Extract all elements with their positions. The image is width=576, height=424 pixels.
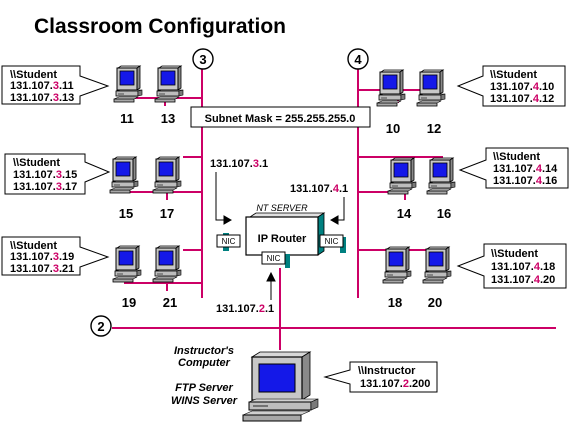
computer-12[interactable] bbox=[416, 69, 446, 107]
callout-ip-line-2: 131.107.4.12 bbox=[490, 93, 554, 105]
callout-ip-line-2: 131.107.3.17 bbox=[13, 181, 77, 193]
callout-name: \\Student bbox=[490, 69, 537, 81]
computer-label-17: 17 bbox=[160, 206, 174, 221]
instructor-line-3: FTP Server bbox=[175, 382, 233, 394]
computer-label-13: 13 bbox=[161, 111, 175, 126]
network-3-label: 3 bbox=[199, 52, 206, 67]
subnet-mask-box: Subnet Mask = 255.255.255.0 bbox=[190, 106, 371, 128]
callout-ip-line-1: 131.107.3.15 bbox=[13, 169, 77, 181]
instructor-line-1: Instructor's bbox=[174, 345, 234, 357]
callout-name: \\Student bbox=[13, 157, 60, 169]
callout-name: \\Instructor bbox=[358, 365, 416, 377]
callout-ip-line-2: 131.107.3.21 bbox=[10, 263, 74, 275]
computer-numbers: 11 13 10 12 15 17 14 16 19 21 18 20 bbox=[119, 111, 451, 310]
nic-left-label: NIC bbox=[222, 237, 236, 246]
computer-label-18: 18 bbox=[388, 295, 402, 310]
callout-ip-line-2: 131.107.3.13 bbox=[10, 92, 74, 104]
computer-label-10: 10 bbox=[386, 121, 400, 136]
computer-label-14: 14 bbox=[397, 206, 412, 221]
computer-label-16: 16 bbox=[437, 206, 451, 221]
router-ip-right: 131.107.4.1 bbox=[290, 183, 348, 195]
callout-ip-line-1: 131.107.2.200 bbox=[360, 378, 430, 390]
callout-ip-line-2: 131.107.4.20 bbox=[491, 274, 555, 286]
callout-student-3-11-13: \\Student 131.107.3.11 131.107.3.13 bbox=[1, 65, 110, 105]
computer-label-15: 15 bbox=[119, 206, 133, 221]
router-ip-bottom: 131.107.2.1 bbox=[216, 303, 274, 315]
network-2-circle: 2 bbox=[90, 315, 112, 337]
callout-student-4-14-16: \\Student 131.107.4.14 131.107.4.16 bbox=[458, 147, 569, 189]
callout-student-4-10-12: \\Student 131.107.4.10 131.107.4.12 bbox=[456, 65, 566, 107]
callout-instructor: \\Instructor 131.107.2.200 bbox=[323, 361, 438, 393]
instructor-line-2: Computer bbox=[178, 357, 231, 369]
computer-label-21: 21 bbox=[163, 295, 177, 310]
network-4-circle: 4 bbox=[347, 48, 369, 70]
callout-name: \\Student bbox=[493, 151, 540, 163]
computer-14[interactable] bbox=[387, 157, 417, 195]
callout-ip-line-2: 131.107.4.16 bbox=[493, 175, 557, 187]
computer-21[interactable] bbox=[152, 245, 182, 283]
computer-17[interactable] bbox=[152, 156, 182, 194]
computer-15[interactable] bbox=[109, 156, 139, 194]
callout-ip-line-1: 131.107.3.19 bbox=[10, 251, 74, 263]
computer-label-12: 12 bbox=[427, 121, 441, 136]
subnet-mask-text: Subnet Mask = 255.255.255.0 bbox=[205, 113, 356, 125]
computer-20[interactable] bbox=[422, 246, 452, 284]
router-label: IP Router bbox=[258, 233, 307, 245]
ip-router[interactable]: NT SERVER IP Router NIC NIC NIC bbox=[216, 203, 346, 268]
computer-16[interactable] bbox=[426, 157, 456, 195]
callout-student-3-19-21: \\Student 131.107.3.19 131.107.3.21 bbox=[1, 236, 110, 276]
callout-name: \\Student bbox=[10, 240, 57, 252]
nic-bottom: NIC bbox=[261, 251, 290, 268]
callout-name: \\Student bbox=[491, 248, 538, 260]
callout-student-4-18-20: \\Student 131.107.4.18 131.107.4.20 bbox=[456, 243, 567, 289]
nic-right-label: NIC bbox=[325, 237, 339, 246]
instructor-computer[interactable] bbox=[242, 351, 319, 422]
computer-13[interactable] bbox=[154, 65, 184, 103]
computer-18[interactable] bbox=[382, 246, 412, 284]
callout-ip-line-1: 131.107.4.14 bbox=[493, 163, 558, 175]
callout-student-3-15-17: \\Student 131.107.3.15 131.107.3.17 bbox=[4, 153, 111, 195]
nic-left: NIC bbox=[216, 233, 241, 251]
diagram-title: Classroom Configuration bbox=[34, 15, 286, 38]
computer-11[interactable] bbox=[113, 65, 143, 103]
computer-label-20: 20 bbox=[428, 295, 442, 310]
network-3-circle: 3 bbox=[192, 48, 214, 70]
network-4-label: 4 bbox=[354, 52, 362, 67]
network-2-label: 2 bbox=[97, 319, 104, 334]
callout-ip-line-1: 131.107.4.10 bbox=[490, 81, 554, 93]
router-caption: NT SERVER bbox=[256, 203, 308, 213]
computer-label-19: 19 bbox=[122, 295, 136, 310]
router-arrows bbox=[215, 172, 345, 300]
computer-19[interactable] bbox=[112, 245, 142, 283]
computer-label-11: 11 bbox=[120, 111, 134, 126]
callout-ip-line-1: 131.107.3.11 bbox=[10, 80, 74, 92]
callout-name: \\Student bbox=[10, 69, 57, 81]
nic-right: NIC bbox=[319, 234, 346, 253]
instructor-line-4: WINS Server bbox=[171, 395, 238, 407]
router-ip-left: 131.107.3.1 bbox=[210, 158, 268, 170]
computer-10[interactable] bbox=[376, 69, 406, 107]
instructor-labels: Instructor's Computer FTP Server WINS Se… bbox=[171, 345, 238, 407]
callout-ip-line-1: 131.107.4.18 bbox=[491, 261, 555, 273]
nic-bottom-label: NIC bbox=[267, 254, 281, 263]
